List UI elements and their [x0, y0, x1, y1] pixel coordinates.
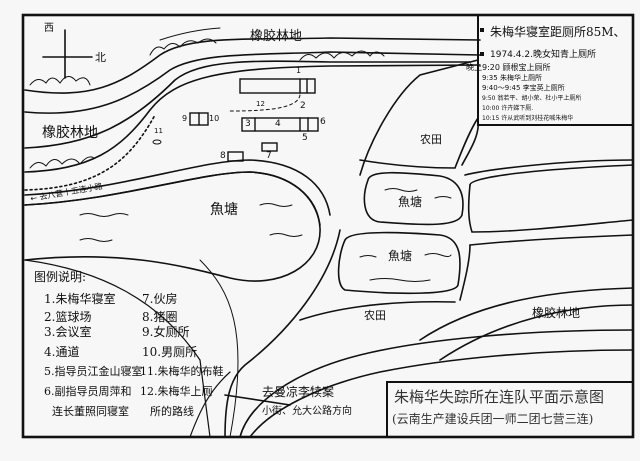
water-waves: [79, 188, 452, 282]
rubber-forest-label: 橡胶林地: [42, 125, 98, 141]
road: [189, 59, 634, 438]
title-box: [386, 381, 634, 438]
building-number: 11: [154, 127, 163, 135]
notes-entry: 9:40～9:45 李宝英上厕所: [482, 84, 565, 92]
building-number: 12: [256, 100, 265, 108]
building-number: 6: [320, 117, 326, 127]
legend-item: 7.伙房: [142, 292, 178, 306]
legend-item: 8.猪圈: [142, 310, 178, 324]
notes-box: [477, 14, 634, 126]
notes-distance: 朱梅华寝室距厕所85M、: [490, 25, 626, 39]
legend-item: 连长董照同寝室: [52, 405, 129, 418]
compass-north-label: 北: [95, 51, 106, 64]
map-frame: [21, 13, 635, 439]
building-number: 1: [296, 66, 302, 75]
fish-pond-label: 魚塘: [388, 249, 413, 263]
building-number: 4: [275, 119, 281, 129]
notes-entry: 9:50 翁若平、胡小荣、杜小平上厕所: [482, 95, 582, 102]
legend-item: 2.篮球场: [44, 310, 92, 324]
legend-item: 3.会议室: [44, 325, 92, 339]
compass-west-label: 西: [44, 23, 54, 34]
building-number: 3: [245, 119, 251, 129]
farmland-label: 农田: [364, 309, 386, 322]
fish-pond-large: [24, 171, 321, 282]
map-title: 朱梅华失踪所在连队平面示意图: [394, 388, 605, 406]
fish-ponds-right: [299, 117, 634, 361]
legend-item: 11.朱梅华的布鞋: [140, 365, 224, 378]
legend-title: 图例说明:: [34, 270, 87, 284]
notes-entry: 9:35 朱梅华上厕所: [482, 74, 542, 82]
road-destination-label: 去曼凉李犊案: [262, 385, 335, 399]
building-number: 2: [300, 101, 306, 111]
buildings: [152, 78, 319, 162]
fish-pond-label: 魚塘: [398, 195, 423, 209]
legend-item: 6.副指导员周萍和: [44, 385, 132, 398]
notes-entry: 10:00 许卉娣下厕.: [482, 105, 534, 112]
fish-pond-label: 魚塘: [210, 202, 238, 218]
farmland-label: 农田: [420, 133, 442, 146]
notes-evening: 晚上: [466, 63, 482, 72]
notes-entry: 9:20 顾根宝上厕所: [482, 63, 551, 72]
legend-item: 1.朱梅华寝室: [44, 292, 116, 306]
notes-entry: 10:15 许从武听到刘桂花喊朱梅华: [482, 115, 574, 122]
compass-icon: [42, 29, 93, 79]
legend-item: 10.男厕所: [142, 345, 198, 359]
legend-item: 9.女厕所: [142, 325, 190, 339]
legend-item: 5.指导员江金山寝室: [44, 365, 143, 378]
building-number: 9: [182, 114, 188, 123]
road-direction-label: 小街、允大公路方向: [262, 406, 352, 417]
building-number: 10: [209, 114, 220, 123]
building-number: 7: [266, 151, 272, 161]
building-number: 5: [302, 133, 308, 143]
map-subtitle: (云南生产建设兵团一师二团七营三连): [392, 412, 594, 426]
notes-date: 1974.4.2.晚女知青上厕所: [490, 50, 596, 60]
building-number: 8: [220, 151, 226, 161]
bullet-icon: [480, 28, 484, 56]
legend-item: 所的路线: [150, 405, 194, 418]
rubber-forest-label: 橡胶林地: [532, 306, 581, 320]
rubber-forest-label: 橡胶林地: [250, 29, 303, 44]
legend-item: 4.通道: [44, 345, 80, 359]
legend-item: 12.朱梅华上厕: [140, 385, 213, 398]
